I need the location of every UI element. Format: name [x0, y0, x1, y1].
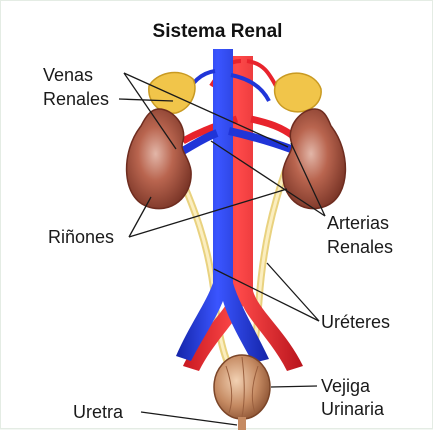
label-arterias-renales-line1: Arterias: [327, 213, 389, 234]
label-arterias-renales-line2: Renales: [327, 237, 393, 258]
label-venas-renales-line2: Renales: [43, 89, 109, 110]
label-venas-renales-line1: Venas: [43, 65, 93, 86]
label-vejiga-line2: Urinaria: [321, 399, 384, 420]
bladder: [214, 355, 270, 430]
urethra: [238, 417, 246, 430]
label-vejiga-line1: Vejiga: [321, 376, 370, 397]
label-uretra: Uretra: [73, 402, 123, 423]
label-ureteres: Uréteres: [321, 312, 390, 333]
label-rinones: Riñones: [48, 227, 114, 248]
